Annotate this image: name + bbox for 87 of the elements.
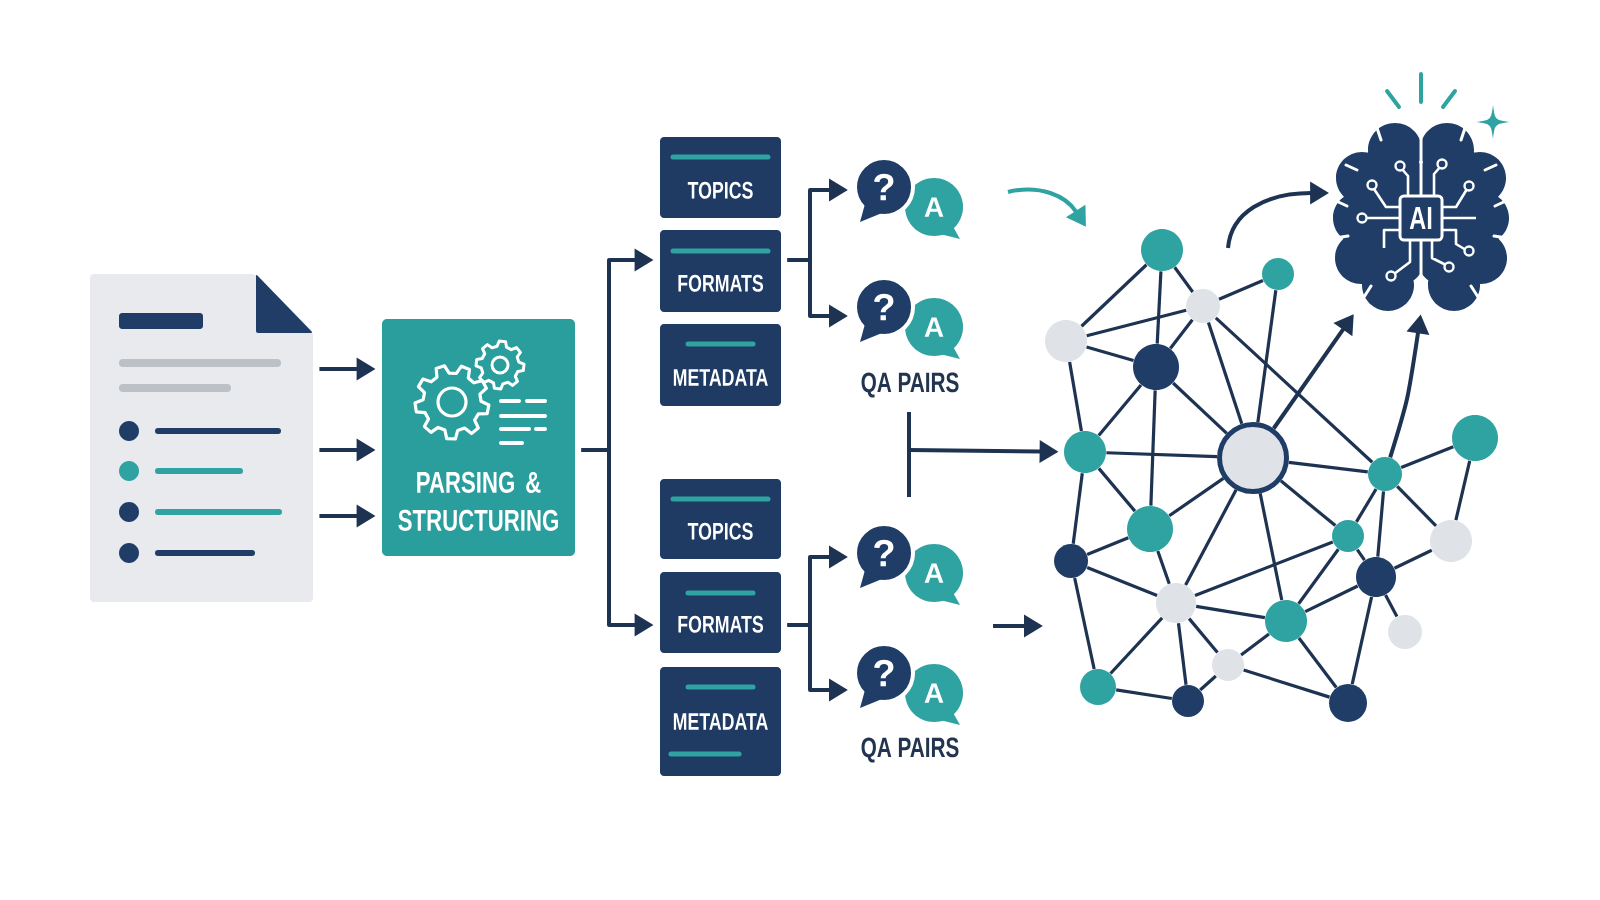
- graph-node: [1080, 669, 1116, 705]
- category-box: FORMATS: [660, 572, 781, 653]
- graph-node: [1332, 520, 1364, 552]
- graph-edge: [1073, 577, 1096, 670]
- answer-bubble: A: [905, 544, 963, 605]
- graph-edge: [1172, 381, 1228, 435]
- graph-node: [1262, 258, 1294, 290]
- graph-edge: [1156, 550, 1171, 585]
- graph-edge: [1297, 637, 1338, 689]
- graph-node: [1430, 520, 1472, 562]
- graph-edge: [1288, 460, 1368, 474]
- document-icon: [90, 274, 313, 602]
- graph-edge: [1086, 308, 1187, 338]
- graph-edge: [1350, 596, 1374, 685]
- graph-edge: [1155, 271, 1163, 344]
- graph-edge: [1086, 536, 1129, 556]
- graph-edge: [1097, 467, 1137, 513]
- graph-edge: [1106, 451, 1218, 459]
- graph-edge: [1393, 548, 1433, 570]
- graph-node: [1329, 684, 1367, 722]
- graph-edge: [1199, 674, 1217, 692]
- question-bubble: ?: [853, 522, 915, 588]
- graph-edge: [1258, 492, 1284, 601]
- graph-edge: [1080, 263, 1148, 328]
- graph-edge: [1304, 584, 1359, 614]
- graph-node: [1356, 557, 1396, 597]
- graph-edge: [1206, 322, 1244, 425]
- graph-edge: [1256, 290, 1278, 423]
- graph-node: [1064, 431, 1106, 473]
- graph-edge: [1194, 540, 1334, 598]
- graph-node: [1388, 615, 1422, 649]
- graph-edge: [1168, 477, 1225, 518]
- category-box: METADATA: [660, 324, 781, 406]
- answer-bubble: A: [905, 178, 963, 239]
- graph-edge: [1214, 316, 1374, 464]
- graph-edge: [1454, 460, 1472, 521]
- graph-edge: [1355, 488, 1378, 523]
- graph-edge: [1149, 390, 1157, 506]
- graph-node: [1141, 229, 1183, 271]
- graph-node: [1452, 415, 1498, 461]
- answer-bubble: A: [905, 298, 963, 359]
- graph-node: [1045, 320, 1087, 362]
- brain-illustration: AI: [1332, 123, 1510, 311]
- graph-edge: [1071, 473, 1084, 544]
- graph-node: [1127, 506, 1173, 552]
- graph-edge: [1384, 594, 1399, 618]
- process-box: PARSING & STRUCTURING: [382, 319, 575, 556]
- graph-node: [1172, 685, 1204, 717]
- question-bubble: ?: [853, 642, 915, 708]
- question-bubble: ?: [853, 276, 915, 342]
- graph-edge: [1218, 278, 1264, 301]
- graph-edge: [1184, 489, 1238, 586]
- graph-edge: [1396, 485, 1438, 527]
- graph-edge: [1097, 383, 1143, 437]
- category-box: TOPICS: [660, 479, 781, 559]
- graph-edge: [1187, 617, 1219, 654]
- graph-node: [1265, 600, 1307, 642]
- graph-edge: [1400, 445, 1454, 470]
- graph-edge: [1195, 604, 1266, 620]
- group-label: QA PAIRS: [861, 737, 959, 763]
- graph-node: [1156, 583, 1196, 623]
- graph-edge: [1086, 566, 1158, 597]
- graph-edge: [1169, 318, 1194, 350]
- graph-edge: [1086, 345, 1134, 363]
- graph-node: [1368, 457, 1402, 491]
- category-box: METADATA: [660, 667, 781, 776]
- question-bubble: ?: [853, 156, 915, 222]
- group-label: QA PAIRS: [861, 372, 959, 398]
- graph-edge: [1279, 479, 1337, 527]
- graph-edge: [1297, 548, 1340, 605]
- graph-edge: [1115, 688, 1173, 701]
- answer-bubble: A: [905, 664, 963, 725]
- graph-edge: [1240, 632, 1270, 657]
- graph-edge: [1173, 266, 1195, 293]
- graph-edge: [1068, 361, 1083, 432]
- graph-edge: [1176, 623, 1188, 685]
- graph-edge: [1243, 668, 1330, 699]
- graph-node: [1212, 649, 1244, 681]
- graph-edge: [1376, 491, 1386, 557]
- graph-node: [1133, 344, 1179, 390]
- graph-node: [1186, 289, 1220, 323]
- category-box: TOPICS: [660, 137, 781, 218]
- hub-node: [1217, 422, 1289, 494]
- category-box: FORMATS: [660, 230, 781, 312]
- graph-edge: [1355, 548, 1366, 562]
- graph-node: [1054, 544, 1088, 578]
- graph-edge: [1109, 616, 1164, 675]
